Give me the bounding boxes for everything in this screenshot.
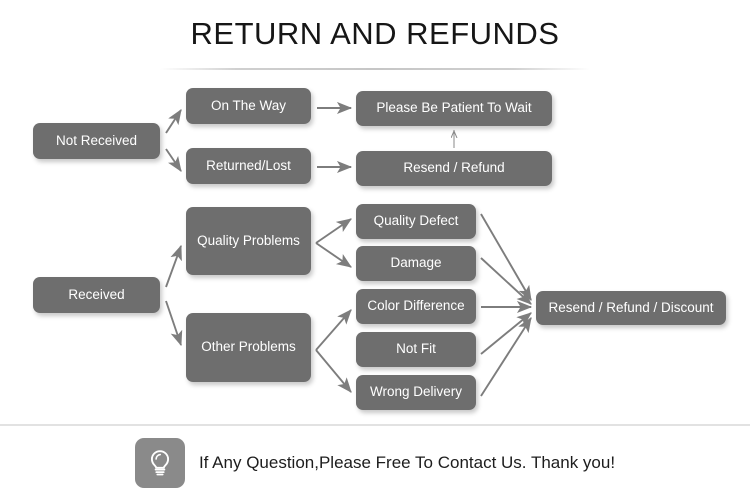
title-divider (160, 68, 590, 70)
edge-not-received-to-returned-lost (165, 148, 182, 172)
node-wrong-delivery: Wrong Delivery (356, 375, 476, 410)
edge-other-problems-to-wrong-delivery (315, 349, 352, 393)
node-other-problems: Other Problems (186, 313, 311, 382)
edge-quality-defect-to-resend-refund-discount (480, 213, 532, 301)
node-resend-refund-discount: Resend / Refund / Discount (536, 291, 726, 325)
node-quality-defect: Quality Defect (356, 204, 476, 239)
footer: If Any Question,Please Free To Contact U… (0, 430, 750, 496)
node-resend-refund: Resend / Refund (356, 151, 552, 186)
edge-not-received-to-on-the-way (165, 109, 182, 134)
edge-not-fit-to-resend-refund-discount (480, 312, 532, 355)
node-returned-lost: Returned/Lost (186, 148, 311, 184)
footer-divider (0, 424, 750, 426)
node-not-fit: Not Fit (356, 332, 476, 367)
edge-damage-to-resend-refund-discount (480, 257, 532, 305)
node-received: Received (33, 277, 160, 313)
node-color-difference: Color Difference (356, 289, 476, 324)
edge-other-problems-to-color-difference (315, 309, 352, 351)
edge-quality-problems-to-damage (315, 242, 352, 268)
node-on-the-way: On The Way (186, 88, 311, 124)
edge-quality-problems-to-quality-defect (315, 218, 352, 244)
node-quality-problems: Quality Problems (186, 207, 311, 275)
node-not-received: Not Received (33, 123, 160, 159)
edge-received-to-quality-problems (165, 244, 182, 288)
lightbulb-icon (134, 438, 185, 488)
footer-text: If Any Question,Please Free To Contact U… (198, 453, 616, 472)
edge-received-to-other-problems (165, 300, 183, 347)
page-title: RETURN AND REFUNDS (190, 16, 560, 51)
node-damage: Damage (356, 246, 476, 281)
node-please-be-patient: Please Be Patient To Wait (356, 91, 552, 126)
edge-wrong-delivery-to-resend-refund-discount (480, 317, 532, 397)
